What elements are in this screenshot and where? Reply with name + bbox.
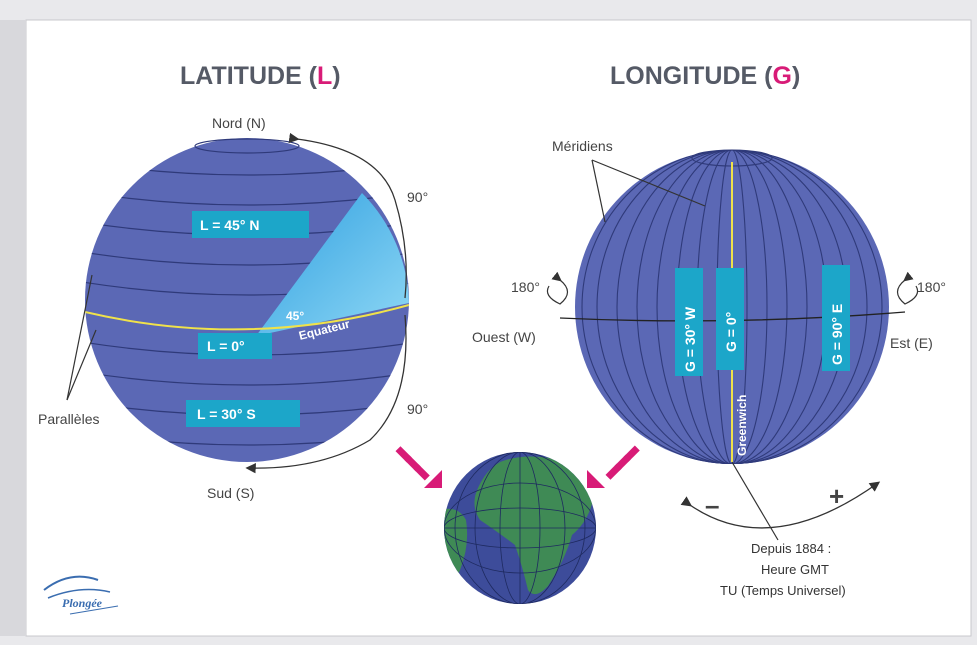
earth-globe [444, 452, 596, 604]
latitude-equator-badge [198, 333, 272, 359]
west-180-label: 180° [511, 279, 540, 295]
north-label: Nord (N) [212, 115, 266, 131]
latitude-equator-badge-text: L = 0° [207, 338, 245, 354]
latitude-globe [85, 138, 409, 462]
meridians-label: Méridiens [552, 138, 613, 154]
since-1884-line-3: TU (Temps Universel) [720, 583, 846, 598]
plongee-logo: Plongée [43, 575, 119, 615]
plus-sign: + [829, 481, 844, 511]
greenwich-label: Greenwich [735, 395, 749, 456]
angle-bottom-label: 90° [407, 401, 428, 417]
south-angle-arc [245, 314, 407, 474]
left-pink-arrow [395, 446, 442, 488]
minus-sign: – [705, 490, 719, 520]
latitude-angle-wedge [256, 193, 409, 336]
panel-edge-shadow [0, 20, 26, 636]
logo-text: Plongée [62, 596, 103, 610]
angle-45-label: 45° [286, 309, 304, 323]
since-1884-line-1: Depuis 1884 : [751, 541, 831, 556]
equator-line [85, 304, 409, 331]
right-pink-arrow [587, 445, 640, 488]
longitude-east-badge-text: G = 90° E [829, 304, 845, 365]
direction-arc [680, 481, 881, 529]
longitude-zero-badge-text: G = 0° [723, 312, 739, 352]
latitude-north-badge [192, 211, 309, 238]
east-rotation-arrow [896, 271, 919, 305]
south-label: Sud (S) [207, 485, 254, 501]
west-rotation-arrow [546, 271, 569, 305]
latitude-north-badge-text: L = 45° N [200, 217, 259, 233]
west-label: Ouest (W) [472, 329, 536, 345]
longitude-zero-badge [716, 268, 744, 370]
latitude-south-badge-text: L = 30° S [197, 406, 256, 422]
angle-top-label: 90° [407, 189, 428, 205]
longitude-west-badge-text: G = 30° W [682, 306, 698, 372]
since-1884-line-2: Heure GMT [761, 562, 829, 577]
east-label: Est (E) [890, 335, 933, 351]
longitude-west-badge [675, 268, 703, 376]
north-angle-arc [288, 132, 407, 299]
longitude-heading: LONGITUDE (G) [610, 62, 800, 90]
parallels-label: Parallèles [38, 411, 99, 427]
longitude-east-badge [822, 265, 850, 371]
latitude-south-badge [186, 400, 300, 427]
latitude-heading: LATITUDE (L) [180, 62, 341, 90]
east-180-label: 180° [917, 279, 946, 295]
